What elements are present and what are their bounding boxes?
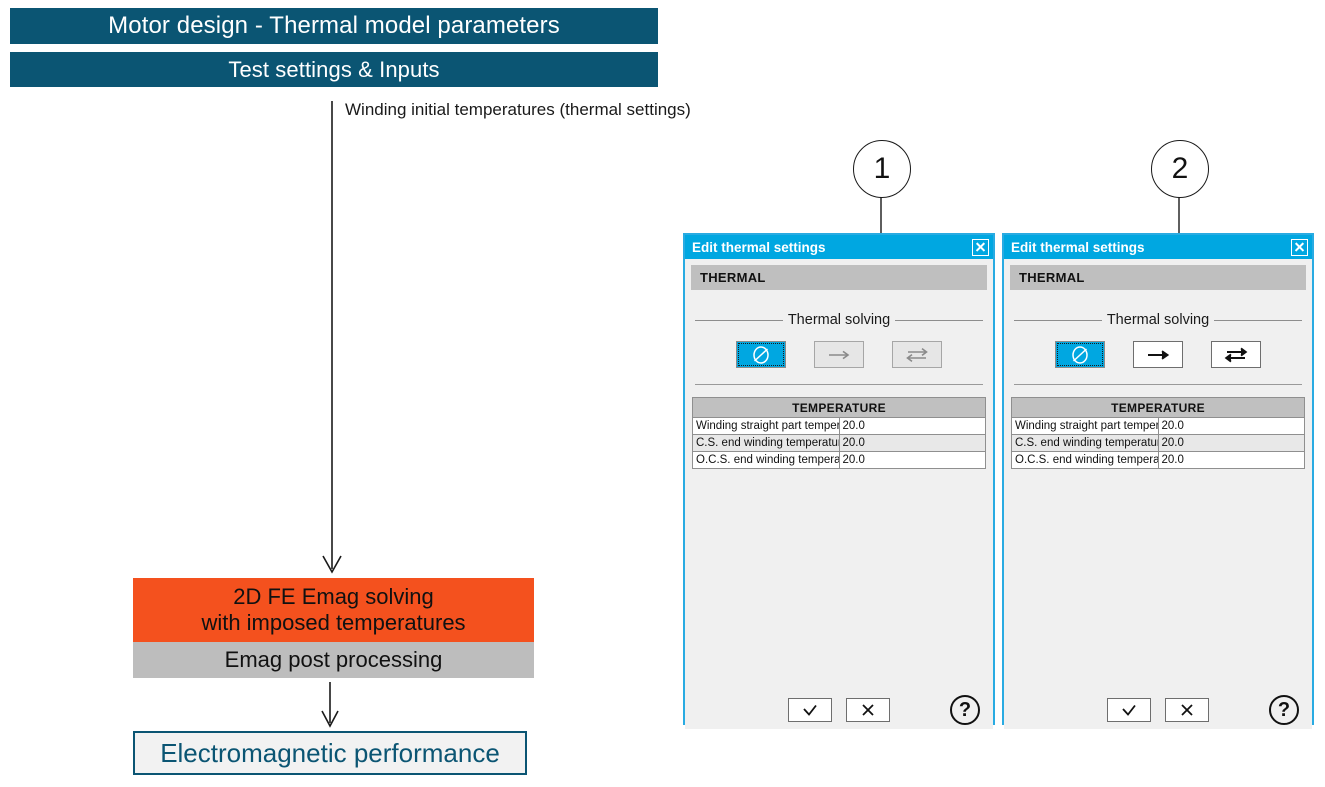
- no-thermal-icon-button[interactable]: [1055, 341, 1105, 368]
- table-header-row: TEMPERATURE: [1011, 397, 1305, 418]
- no-thermal-icon-button[interactable]: [736, 341, 786, 368]
- table-header-row: TEMPERATURE: [692, 397, 986, 418]
- dialog-titlebar[interactable]: Edit thermal settings: [685, 235, 993, 259]
- emag-solving-line-2: with imposed temperatures: [201, 610, 466, 635]
- close-icon[interactable]: [972, 238, 989, 256]
- row-label: O.C.S. end winding temperature (°C): [692, 451, 840, 469]
- ok-button[interactable]: [788, 698, 832, 722]
- table-row[interactable]: Winding straight part temperature (°C) 2…: [692, 417, 986, 435]
- group-thermal-solving: Thermal solving: [1014, 311, 1302, 329]
- dialog-edit-thermal-settings-2: Edit thermal settings THERMAL Thermal so…: [1002, 233, 1314, 729]
- dialog-body: THERMAL Thermal solving: [685, 265, 993, 729]
- table-row[interactable]: C.S. end winding temperature (°C) 20.0: [1011, 434, 1305, 452]
- group-thermal-solving: Thermal solving: [695, 311, 983, 329]
- row-label: Winding straight part temperature (°C): [1011, 417, 1159, 435]
- annotation-winding-initial-temperatures: Winding initial temperatures (thermal se…: [345, 100, 691, 119]
- table-row[interactable]: O.C.S. end winding temperature (°C) 20.0: [1011, 451, 1305, 469]
- one-way-arrow-icon: [829, 350, 850, 359]
- row-value[interactable]: 20.0: [838, 451, 986, 469]
- cancel-button[interactable]: [846, 698, 890, 722]
- row-value[interactable]: 20.0: [1157, 434, 1305, 452]
- group-rule-left: [695, 320, 787, 321]
- row-label: C.S. end winding temperature (°C): [692, 434, 840, 452]
- dialog-body: THERMAL Thermal solving: [1004, 265, 1312, 729]
- thermal-solving-mode-buttons: [1004, 341, 1312, 368]
- section-header-thermal: THERMAL: [1010, 265, 1306, 290]
- dialog-title: Edit thermal settings: [692, 239, 826, 255]
- no-thermal-icon: [753, 345, 769, 364]
- close-icon[interactable]: [1291, 238, 1308, 256]
- one-way-arrow-icon-button[interactable]: [814, 341, 864, 368]
- group-label-thermal-solving: Thermal solving: [1101, 312, 1215, 328]
- two-way-arrow-icon-button[interactable]: [892, 341, 942, 368]
- one-way-arrow-icon-button[interactable]: [1133, 341, 1183, 368]
- section-separator: [695, 384, 983, 385]
- check-icon: [803, 704, 817, 716]
- row-value[interactable]: 20.0: [838, 417, 986, 435]
- section-header-thermal: THERMAL: [691, 265, 987, 290]
- cross-icon: [862, 704, 874, 716]
- two-way-arrow-icon-button[interactable]: [1211, 341, 1261, 368]
- emag-solving-line-1: 2D FE Emag solving: [233, 584, 434, 610]
- two-way-arrow-icon: [1224, 347, 1248, 362]
- row-label: C.S. end winding temperature (°C): [1011, 434, 1159, 452]
- group-rule-right: [891, 320, 983, 321]
- help-button[interactable]: ?: [950, 695, 980, 725]
- flow-box-emag-post-processing: Emag post processing: [133, 642, 534, 678]
- temperature-table: TEMPERATURE Winding straight part temper…: [692, 397, 986, 469]
- table-row[interactable]: C.S. end winding temperature (°C) 20.0: [692, 434, 986, 452]
- help-button[interactable]: ?: [1269, 695, 1299, 725]
- table-row[interactable]: Winding straight part temperature (°C) 2…: [1011, 417, 1305, 435]
- row-value[interactable]: 20.0: [1157, 417, 1305, 435]
- check-icon: [1122, 704, 1136, 716]
- section-separator: [1014, 384, 1302, 385]
- table-header-temperature: TEMPERATURE: [1011, 397, 1305, 418]
- two-way-arrow-icon: [906, 347, 928, 362]
- cancel-button[interactable]: [1165, 698, 1209, 722]
- thermal-solving-mode-buttons: [685, 341, 993, 368]
- row-value[interactable]: 20.0: [838, 434, 986, 452]
- temperature-table: TEMPERATURE Winding straight part temper…: [1011, 397, 1305, 469]
- dialog-edit-thermal-settings-1: Edit thermal settings THERMAL Thermal so…: [683, 233, 995, 729]
- group-rule-right: [1210, 320, 1302, 321]
- one-way-arrow-icon: [1148, 349, 1170, 360]
- table-row[interactable]: O.C.S. end winding temperature (°C) 20.0: [692, 451, 986, 469]
- flow-box-emag-solving: 2D FE Emag solving with imposed temperat…: [133, 578, 534, 642]
- flow-box-electromagnetic-performance: Electromagnetic performance: [133, 731, 527, 775]
- table-header-temperature: TEMPERATURE: [692, 397, 986, 418]
- row-value[interactable]: 20.0: [1157, 451, 1305, 469]
- dialog-title: Edit thermal settings: [1011, 239, 1145, 255]
- group-rule-left: [1014, 320, 1106, 321]
- dialog-footer: ?: [685, 695, 993, 725]
- section-title-test-settings: Test settings & Inputs: [10, 52, 658, 87]
- callout-marker-1: 1: [853, 140, 911, 198]
- dialog-titlebar[interactable]: Edit thermal settings: [1004, 235, 1312, 259]
- row-label: Winding straight part temperature (°C): [692, 417, 840, 435]
- ok-button[interactable]: [1107, 698, 1151, 722]
- row-label: O.C.S. end winding temperature (°C): [1011, 451, 1159, 469]
- callout-marker-2: 2: [1151, 140, 1209, 198]
- no-thermal-icon: [1072, 345, 1088, 364]
- group-label-thermal-solving: Thermal solving: [782, 312, 896, 328]
- dialog-footer: ?: [1004, 695, 1312, 725]
- cross-icon: [1181, 704, 1193, 716]
- page-title: Motor design - Thermal model parameters: [10, 8, 658, 44]
